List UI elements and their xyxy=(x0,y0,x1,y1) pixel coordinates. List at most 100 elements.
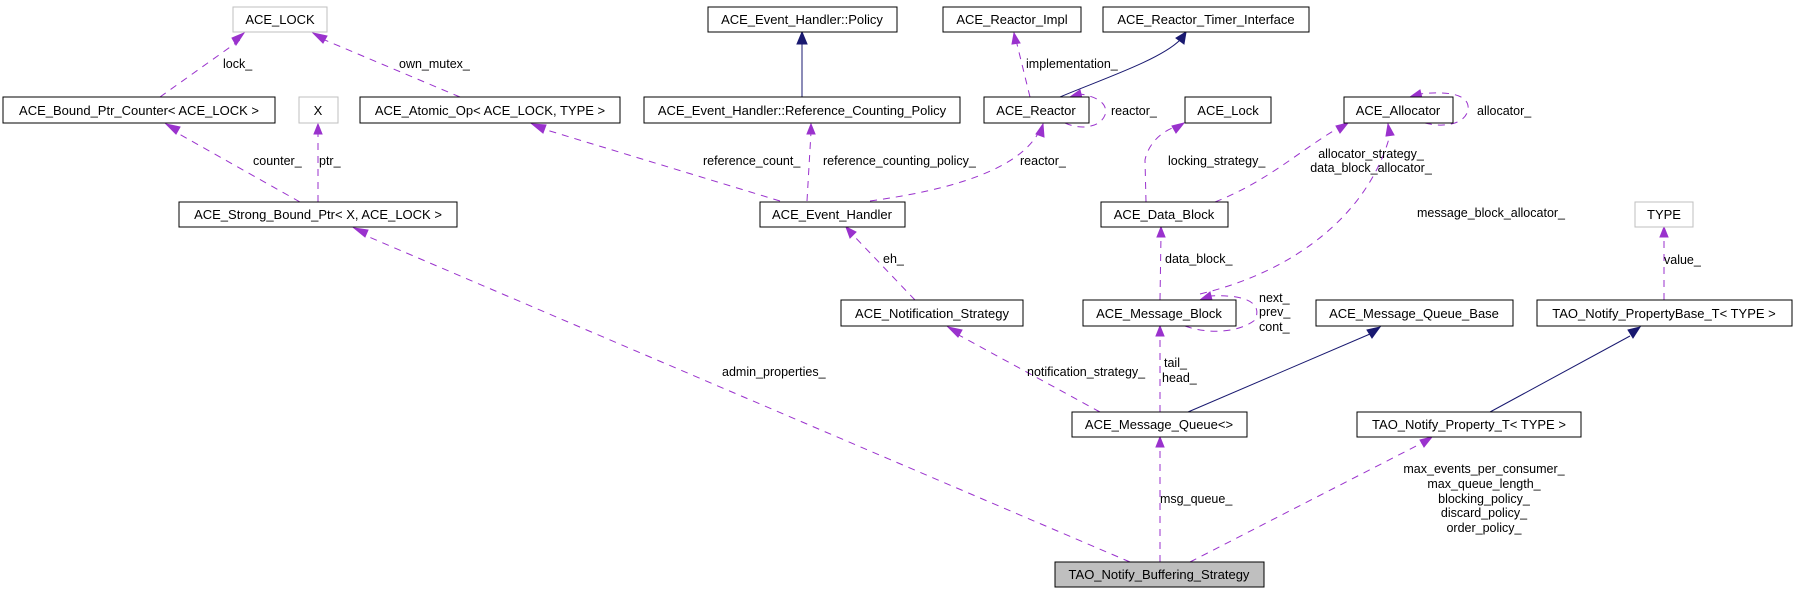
node-strong-bound-ptr[interactable]: ACE_Strong_Bound_Ptr< X, ACE_LOCK > xyxy=(178,201,458,228)
node-message-block[interactable]: ACE_Message_Block xyxy=(1082,299,1237,327)
node-reactor-impl[interactable]: ACE_Reactor_Impl xyxy=(942,6,1082,33)
node-reference-counting-policy[interactable]: ACE_Event_Handler::Reference_Counting_Po… xyxy=(643,96,961,124)
edge-implementation xyxy=(1015,39,1031,98)
arrowhead-ptr xyxy=(313,122,323,135)
arrowhead-reference-count xyxy=(530,123,547,134)
node-allocator[interactable]: ACE_Allocator xyxy=(1343,96,1454,124)
node-label: TAO_Notify_PropertyBase_T< TYPE > xyxy=(1552,306,1776,321)
edge-reactor-self xyxy=(1064,93,1107,128)
node-label: ACE_Message_Queue<> xyxy=(1085,417,1233,432)
label-blocking-policy: blocking_policy_ xyxy=(1438,492,1531,506)
arrowhead-inherit-message-queue-base xyxy=(1366,326,1382,339)
node-message-queue-base[interactable]: ACE_Message_Queue_Base xyxy=(1315,299,1514,327)
node-event-handler[interactable]: ACE_Event_Handler xyxy=(759,201,906,228)
label-max-queue-length: max_queue_length_ xyxy=(1427,477,1541,491)
node-label: ACE_LOCK xyxy=(245,12,315,27)
node-reactor[interactable]: ACE_Reactor xyxy=(983,96,1090,124)
node-label: ACE_Atomic_Op< ACE_LOCK, TYPE > xyxy=(375,103,605,118)
arrowhead-eh xyxy=(845,225,857,239)
node-label: ACE_Message_Block xyxy=(1096,306,1222,321)
edge-inherit-timer-interface xyxy=(1059,39,1181,98)
edge-labels: lock_ own_mutex_ implementation_ reactor… xyxy=(223,57,1702,535)
usage-edges xyxy=(159,31,1669,563)
edge-data-block xyxy=(1159,234,1162,301)
node-bound-ptr-counter[interactable]: ACE_Bound_Ptr_Counter< ACE_LOCK > xyxy=(2,96,276,124)
label-next: next_ xyxy=(1259,291,1291,305)
node-property-t[interactable]: TAO_Notify_Property_T< TYPE > xyxy=(1356,411,1582,438)
node-ace-lock-class[interactable]: ACE_Lock xyxy=(1184,96,1272,124)
label-prev: prev_ xyxy=(1259,305,1291,319)
node-label: TAO_Notify_Property_T< TYPE > xyxy=(1372,417,1566,432)
label-message-block-allocator: message_block_allocator_ xyxy=(1417,206,1566,220)
node-event-handler-policy[interactable]: ACE_Event_Handler::Policy xyxy=(707,6,898,33)
label-own-mutex: own_mutex_ xyxy=(399,57,471,71)
label-reference-counting-policy: reference_counting_policy_ xyxy=(823,154,977,168)
label-locking-strategy: locking_strategy_ xyxy=(1168,154,1266,168)
label-ptr: ptr_ xyxy=(319,154,342,168)
edge-lock xyxy=(159,39,241,98)
node-notification-strategy[interactable]: ACE_Notification_Strategy xyxy=(840,299,1024,327)
label-head: head_ xyxy=(1162,371,1198,385)
node-type-template[interactable]: TYPE xyxy=(1634,201,1694,228)
arrowhead-notification-strategy xyxy=(946,326,963,338)
arrowhead-locking-strategy xyxy=(1171,122,1186,134)
arrowhead-implementation xyxy=(1011,31,1021,45)
label-order-policy: order_policy_ xyxy=(1446,521,1522,535)
edge-reactor xyxy=(869,129,1041,202)
node-label: ACE_Reactor_Timer_Interface xyxy=(1117,12,1294,27)
inheritance-edges xyxy=(796,30,1642,413)
arrowhead-msg-queue xyxy=(1155,435,1165,448)
arrowhead-lock xyxy=(231,31,246,46)
node-reactor-timer-interface[interactable]: ACE_Reactor_Timer_Interface xyxy=(1102,6,1310,33)
node-x-template[interactable]: X xyxy=(298,96,339,124)
edge-message-block-self xyxy=(1184,295,1258,332)
node-label: ACE_Message_Queue_Base xyxy=(1329,306,1499,321)
node-data-block[interactable]: ACE_Data_Block xyxy=(1100,201,1229,228)
node-label: ACE_Bound_Ptr_Counter< ACE_LOCK > xyxy=(19,103,259,118)
node-message-queue[interactable]: ACE_Message_Queue<> xyxy=(1071,411,1248,438)
node-label: ACE_Reactor_Impl xyxy=(956,12,1067,27)
arrowhead-value xyxy=(1659,225,1669,238)
arrowhead-own-mutex xyxy=(311,32,328,44)
label-admin-properties: admin_properties_ xyxy=(722,365,827,379)
arrowhead-properties xyxy=(1419,436,1434,448)
edge-counter xyxy=(171,129,301,203)
label-counter: counter_ xyxy=(253,154,303,168)
node-label: ACE_Event_Handler xyxy=(772,207,893,222)
edge-properties xyxy=(1189,441,1425,563)
node-ace-lock-template[interactable]: ACE_LOCK xyxy=(232,6,328,33)
node-property-base[interactable]: TAO_Notify_PropertyBase_T< TYPE > xyxy=(1536,299,1793,327)
edge-reference-count xyxy=(539,127,781,202)
node-label: ACE_Allocator xyxy=(1356,103,1441,118)
node-label: ACE_Lock xyxy=(1197,103,1259,118)
node-label: X xyxy=(314,103,323,118)
label-reference-count: reference_count_ xyxy=(703,154,801,168)
arrowhead-counter xyxy=(164,123,181,135)
nodes: ACE_LOCK ACE_Event_Handler::Policy ACE_R… xyxy=(2,6,1793,588)
node-label: ACE_Notification_Strategy xyxy=(855,306,1009,321)
node-label: TAO_Notify_Buffering_Strategy xyxy=(1069,567,1250,582)
edge-locking-strategy xyxy=(1144,126,1176,203)
label-reactor-self: reactor_ xyxy=(1111,104,1158,118)
edge-inherit-property-base xyxy=(1489,335,1631,413)
label-data-block: data_block_ xyxy=(1165,252,1233,266)
arrowhead-reference-counting-policy xyxy=(806,122,816,135)
label-tail: tail_ xyxy=(1164,356,1188,370)
arrowhead-tail-head xyxy=(1155,324,1165,337)
edge-eh xyxy=(851,233,916,301)
label-data-block-allocator: data_block_allocator_ xyxy=(1310,161,1433,175)
arrowhead-inherit-property-base xyxy=(1627,326,1642,339)
edge-allocator-strategy xyxy=(1214,126,1341,203)
node-label: TYPE xyxy=(1647,207,1681,222)
node-label: ACE_Strong_Bound_Ptr< X, ACE_LOCK > xyxy=(194,207,442,222)
node-atomic-op[interactable]: ACE_Atomic_Op< ACE_LOCK, TYPE > xyxy=(359,96,621,124)
label-max-events-per-consumer: max_events_per_consumer_ xyxy=(1403,462,1565,476)
arrowhead-admin-properties xyxy=(352,227,369,238)
node-buffering-strategy[interactable]: TAO_Notify_Buffering_Strategy xyxy=(1054,561,1265,588)
label-value: value_ xyxy=(1664,253,1702,267)
arrowhead-allocator-strategy xyxy=(1335,122,1350,134)
label-eh: eh_ xyxy=(883,252,905,266)
edge-inherit-message-queue-base xyxy=(1187,333,1371,413)
arrowhead-reactor xyxy=(1035,122,1045,138)
